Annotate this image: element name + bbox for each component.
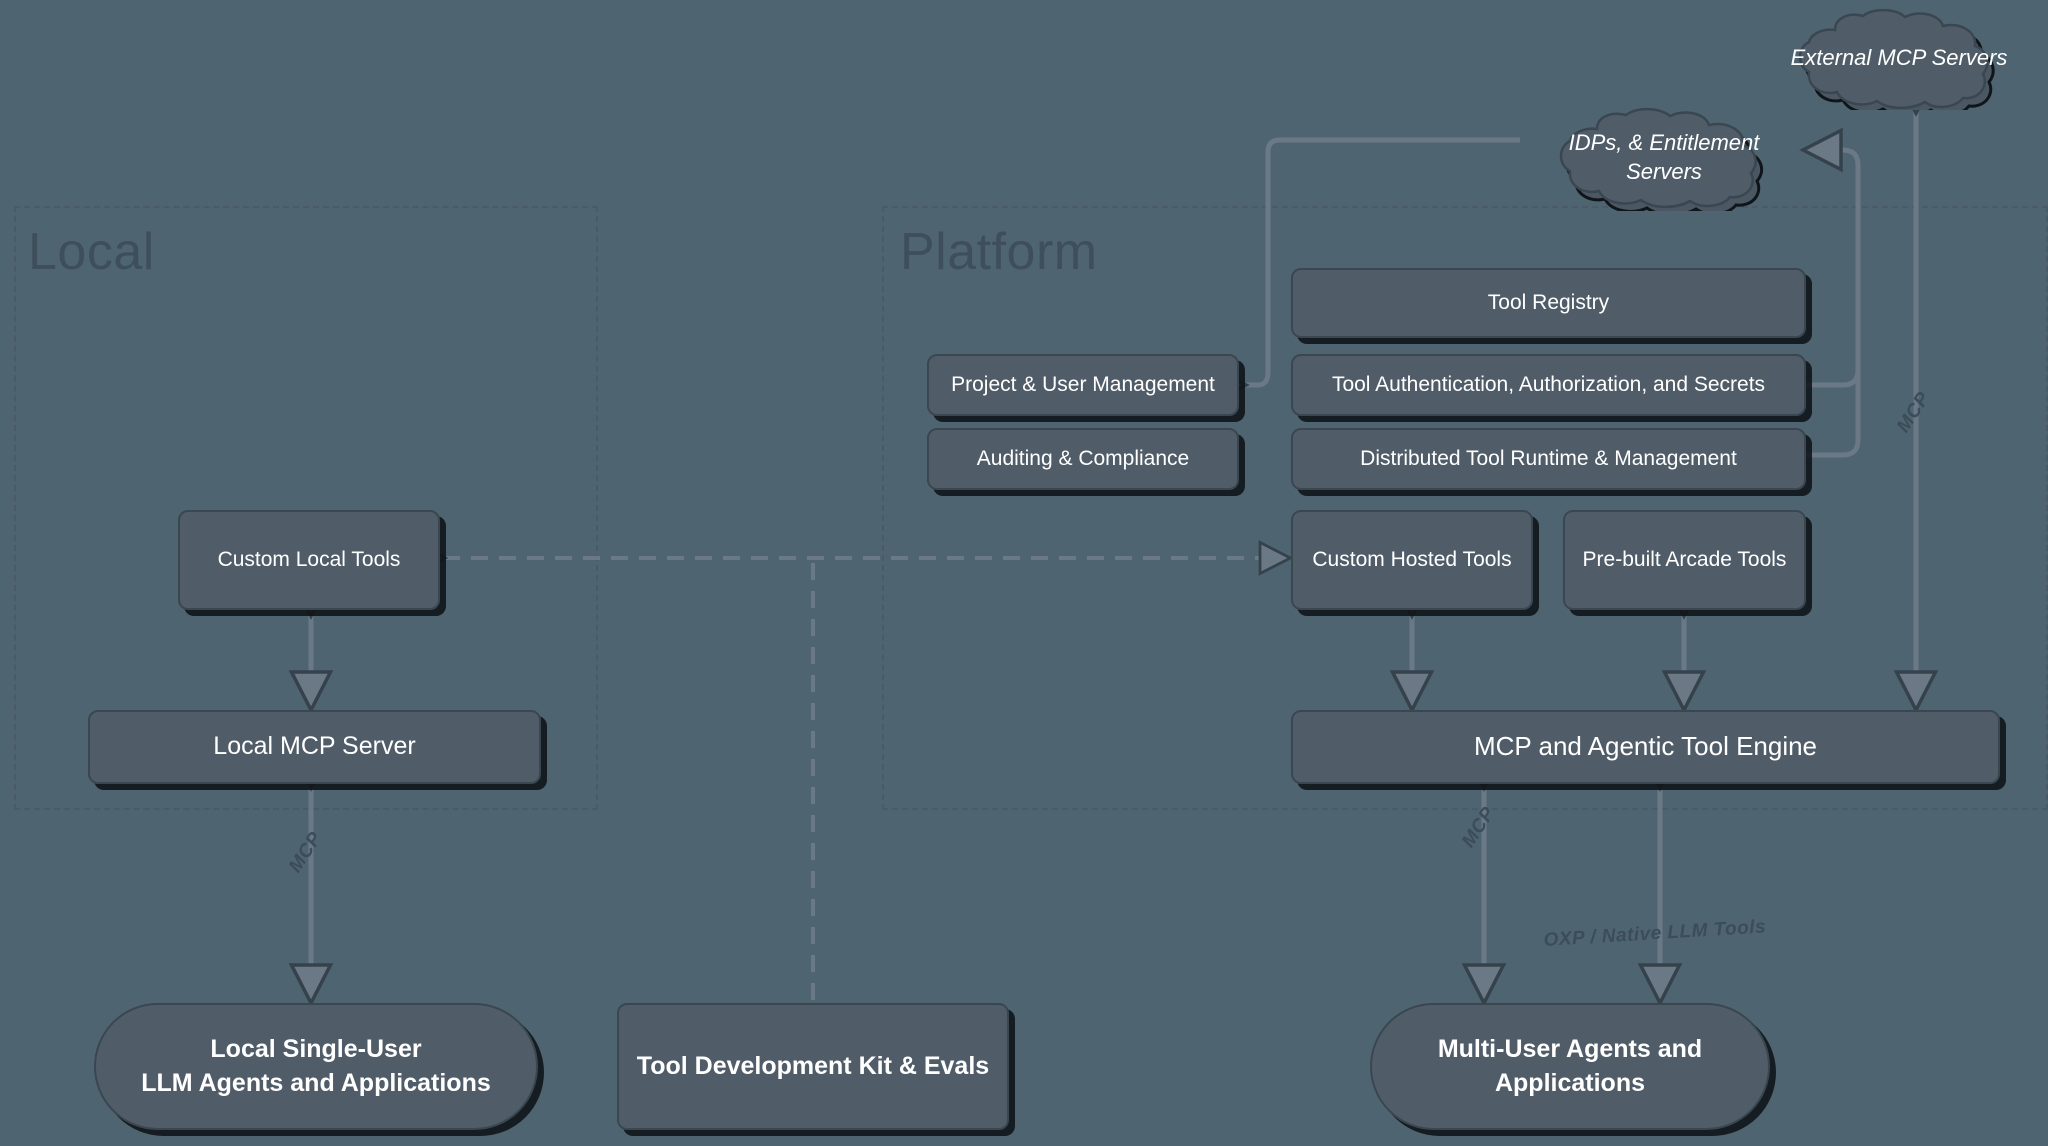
node-tool-registry[interactable]: Tool Registry — [1291, 268, 1806, 338]
node-local-mcp-server[interactable]: Local MCP Server — [88, 710, 541, 784]
cloud-shape-icon — [1559, 107, 1764, 211]
edge-label-oxp-native-llm-tools: OXP / Native LLM Tools — [1543, 916, 1767, 951]
cloud-external-mcp-servers: External MCP Servers — [1768, 6, 2030, 110]
node-multi-user-agents[interactable]: Multi-User Agents and Applications — [1370, 1003, 1770, 1130]
cloud-label-external-mcp: External MCP Servers — [1790, 44, 2008, 70]
node-custom-local-tools[interactable]: Custom Local Tools — [178, 510, 440, 610]
node-prebuilt-arcade-tools[interactable]: Pre-built Arcade Tools — [1563, 510, 1806, 610]
node-local-agents-line2: LLM Agents and Applications — [141, 1068, 491, 1097]
cloud-idps-entitlement-servers: IDPs, & Entitlement Servers — [1528, 105, 1800, 211]
group-title-local: Local — [28, 223, 155, 281]
node-multi-user-agents-line2: Applications — [1494, 1068, 1645, 1097]
edge-label-local-mcp: MCP — [285, 828, 327, 877]
node-project-user-management[interactable]: Project & User Management — [927, 354, 1239, 416]
node-local-agents[interactable]: Local Single-User LLM Agents and Applica… — [94, 1003, 538, 1130]
node-tool-authentication[interactable]: Tool Authentication, Authorization, and … — [1291, 354, 1806, 416]
node-tool-development-kit[interactable]: Tool Development Kit & Evals — [617, 1003, 1009, 1130]
group-title-platform: Platform — [900, 223, 1098, 281]
cloud-label-idps: IDPs, & Entitlement Servers — [1568, 130, 1760, 184]
node-multi-user-agents-line1: Multi-User Agents and — [1437, 1034, 1703, 1063]
cloud-shape-icon — [1798, 8, 1995, 110]
node-custom-hosted-tools[interactable]: Custom Hosted Tools — [1291, 510, 1533, 610]
edge-label-platform-mcp: MCP — [1458, 803, 1500, 852]
node-distributed-tool-runtime[interactable]: Distributed Tool Runtime & Management — [1291, 428, 1806, 490]
node-mcp-agentic-tool-engine[interactable]: MCP and Agentic Tool Engine — [1291, 710, 2000, 784]
node-local-agents-line1: Local Single-User — [210, 1034, 422, 1063]
node-auditing-compliance[interactable]: Auditing & Compliance — [927, 428, 1239, 490]
